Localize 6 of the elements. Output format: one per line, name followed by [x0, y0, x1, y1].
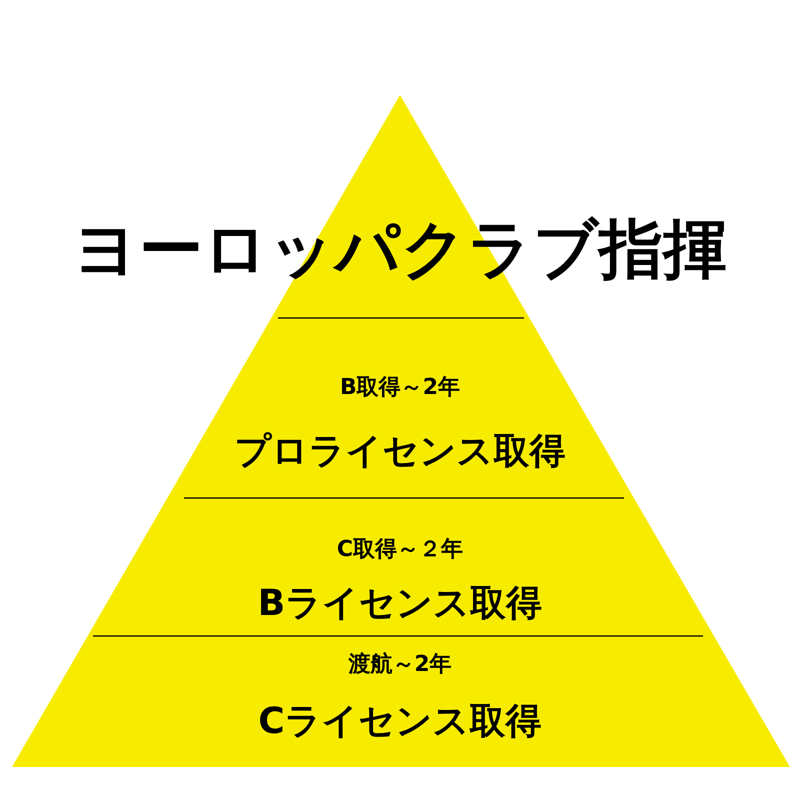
duration-label: 渡航～2年 — [348, 651, 452, 679]
tier-label: Bライセンス取得 — [258, 582, 542, 626]
duration-label: C取得～２年 — [336, 536, 464, 564]
tier-label: プロライセンス取得 — [234, 430, 566, 474]
tier-label: Cライセンス取得 — [258, 700, 542, 744]
duration-label: B取得～2年 — [340, 374, 460, 402]
